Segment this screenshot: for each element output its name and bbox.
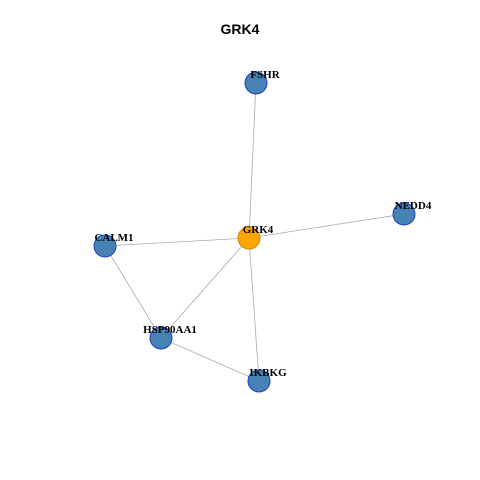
node-calm1 (93, 234, 117, 258)
edge-hsp90aa1-ikbkg (160, 337, 260, 382)
node-label-hsp90aa1: HSP90AA1 (143, 324, 197, 336)
node-nedd4 (392, 202, 416, 226)
node-label-fshr: FSHR (250, 69, 280, 81)
node-label-ikbkg: IKBKG (249, 367, 287, 379)
node-hsp90aa1 (149, 326, 173, 350)
edge-grk4-fshr (248, 82, 257, 239)
node-grk4 (237, 226, 261, 250)
node-label-calm1: CALM1 (94, 232, 133, 244)
edge-grk4-calm1 (104, 237, 250, 247)
edges-layer (104, 82, 405, 382)
node-label-grk4: GRK4 (243, 224, 274, 236)
node-ikbkg (247, 369, 271, 393)
edge-calm1-hsp90aa1 (104, 245, 162, 339)
edge-grk4-nedd4 (248, 213, 405, 239)
graph-title: GRK4 (220, 21, 260, 37)
edge-grk4-hsp90aa1 (160, 237, 250, 339)
node-label-nedd4: NEDD4 (395, 200, 432, 212)
node-fshr (244, 71, 268, 95)
edge-grk4-ikbkg (248, 237, 260, 382)
